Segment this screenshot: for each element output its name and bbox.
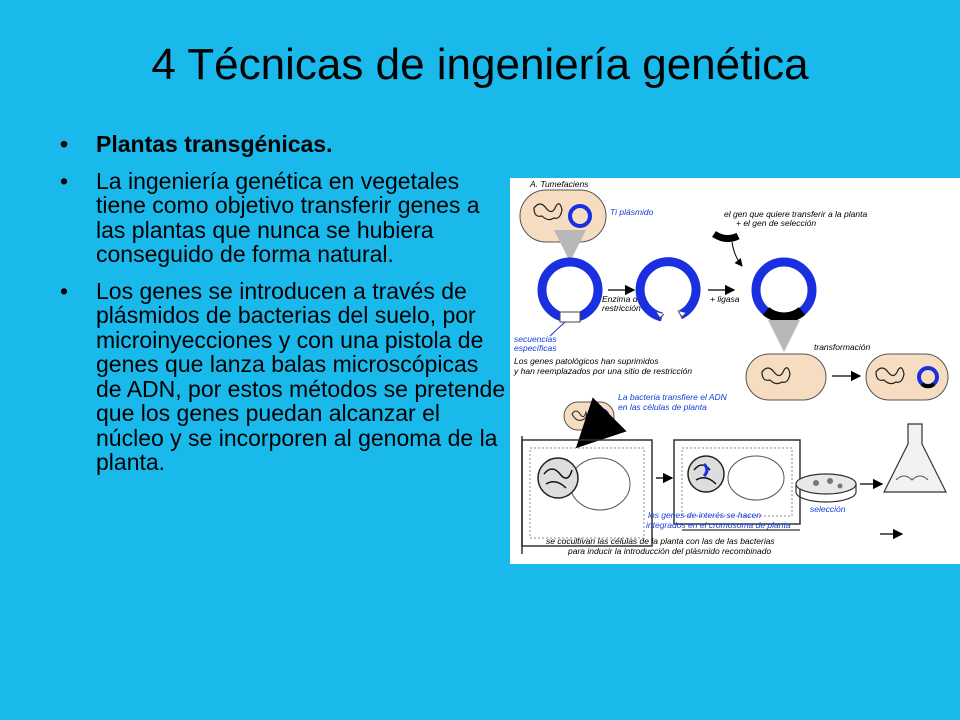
label-integrated-1: los genes de interés se hacen [648, 510, 761, 520]
petri-dish [795, 473, 857, 503]
label-bacteria-transfer-2: en las células de planta [618, 402, 707, 412]
plasmid-3-recombinant [751, 257, 817, 323]
label-a-tumefaciens: A. Tumefaciens [529, 179, 589, 189]
label-bacteria-transfer-1: La bacteria transfiere el ADN [618, 392, 728, 402]
bullet-glyph: • [60, 131, 69, 157]
bullet-item: • La ingeniería genética en vegetales ti… [60, 167, 510, 267]
bacterium-top [519, 189, 607, 243]
label-pathogenic-1: Los genes patológicos han suprimidos [514, 356, 659, 366]
genetic-engineering-diagram: A. Tumefaciens Ti plásmido secuencias es… [510, 178, 960, 564]
label-coculture-2: para inducir la introducción del plásmid… [567, 546, 771, 556]
bullet-list: • Plantas transgénicas. • La ingeniería … [60, 132, 510, 487]
arrow-insert [731, 241, 743, 267]
label-gene-transfer-2: + el gen de selección [736, 218, 816, 228]
pointer-sequences [549, 321, 566, 337]
label-gene-transfer-1: el gen que quiere transferir a la planta [724, 209, 867, 219]
label-sequences-1: secuencias [514, 334, 557, 344]
label-ti-plasmid: Ti plásmido [610, 207, 654, 217]
label-coculture-1: se cocultivan las células de la planta c… [546, 536, 775, 546]
bacterium-middle [745, 353, 827, 401]
bullet-text: Los genes se introducen a través de plás… [96, 277, 506, 475]
plasmid-1 [537, 257, 603, 323]
red-arrow-transfer [575, 397, 627, 449]
bullet-glyph: • [60, 167, 69, 194]
plasmid-2-cut [635, 257, 701, 322]
bullet-item: • Los genes se introducen a través de pl… [60, 277, 510, 475]
slide-title: 4 Técnicas de ingeniería genética [151, 40, 809, 89]
gene-insert-fragment [712, 231, 740, 243]
culture-flask [883, 423, 947, 493]
plant-cells-left [521, 436, 653, 554]
plant-cell-right [673, 439, 801, 525]
label-integrated-2: integrados en el cromosoma de planta [646, 520, 791, 530]
bacterium-transformed [865, 353, 949, 401]
bullet-text: Plantas transgénicas. [96, 131, 333, 157]
bacterium-small [563, 401, 615, 431]
label-enzyme-2: restricción [602, 303, 641, 313]
bullet-item: • Plantas transgénicas. [60, 132, 510, 157]
label-ligase: + ligasa [710, 294, 740, 304]
label-pathogenic-2: y han reemplazados por una sitio de rest… [513, 366, 692, 376]
bullet-glyph: • [60, 277, 69, 304]
label-transformation: transformación [814, 342, 870, 352]
label-selection: selección [810, 504, 846, 514]
label-sequences-2: específicas [514, 343, 557, 353]
bullet-text: La ingeniería genética en vegetales tien… [96, 167, 480, 267]
label-enzyme-1: Enzima de [602, 294, 642, 304]
